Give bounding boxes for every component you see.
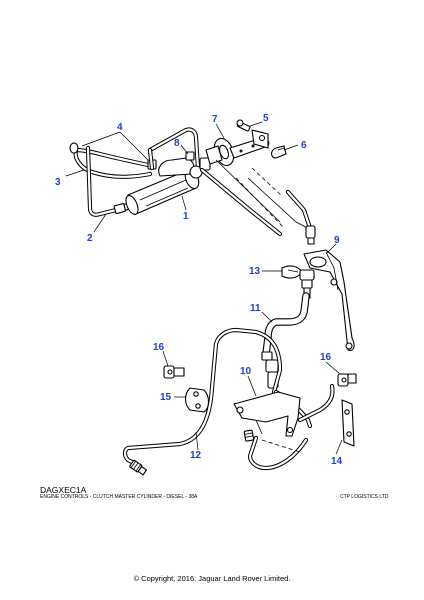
callout-5: 5 (263, 113, 269, 124)
bracket-9 (303, 249, 355, 351)
callout-15: 15 (160, 392, 172, 403)
copyright-notice: © Copyright, 2016. Jaguar Land Rover Lim… (133, 574, 291, 583)
pipe-3 (69, 142, 157, 179)
callout-14: 14 (331, 456, 343, 467)
callout-8: 8 (174, 138, 180, 149)
callout-7: 7 (212, 114, 218, 125)
leader-lines (65, 121, 343, 455)
plate-14 (341, 399, 355, 447)
callout-12: 12 (190, 450, 202, 461)
callout-labels: 1 2 3 4 5 6 7 8 9 10 11 12 13 14 15 16 1… (55, 113, 343, 467)
pedal-flange (205, 137, 270, 167)
callout-6: 6 (301, 140, 307, 151)
callout-4: 4 (117, 122, 123, 133)
callout-3: 3 (55, 177, 61, 188)
clip-13 (281, 265, 303, 279)
master-cylinder (125, 157, 211, 215)
callout-13: 13 (249, 266, 261, 277)
hose-11 (261, 292, 310, 389)
diagram-description: ENGINE CONTROLS - CLUTCH MASTER CYLINDER… (40, 494, 198, 500)
bracket-10 (233, 391, 301, 453)
vendor-label: CTP LOGISTICS LTD (340, 494, 389, 500)
pipe-12 (122, 327, 335, 476)
pipe-connector-upper (285, 189, 316, 245)
pipe-guide-lines (199, 159, 311, 237)
clip-6 (270, 145, 287, 159)
plate-15 (184, 387, 210, 413)
callout-2: 2 (87, 233, 93, 244)
fastener-16-left (163, 365, 185, 379)
clevis-pin-5 (236, 119, 269, 149)
callout-10: 10 (240, 366, 252, 377)
callout-1: 1 (183, 211, 189, 222)
fastener-16-right (337, 373, 357, 387)
callout-16-left: 16 (153, 342, 165, 353)
callout-16-right: 16 (320, 352, 332, 363)
callout-11: 11 (250, 303, 261, 314)
diagram-code: DAGXEC1A (40, 485, 87, 495)
callout-9: 9 (334, 235, 340, 246)
